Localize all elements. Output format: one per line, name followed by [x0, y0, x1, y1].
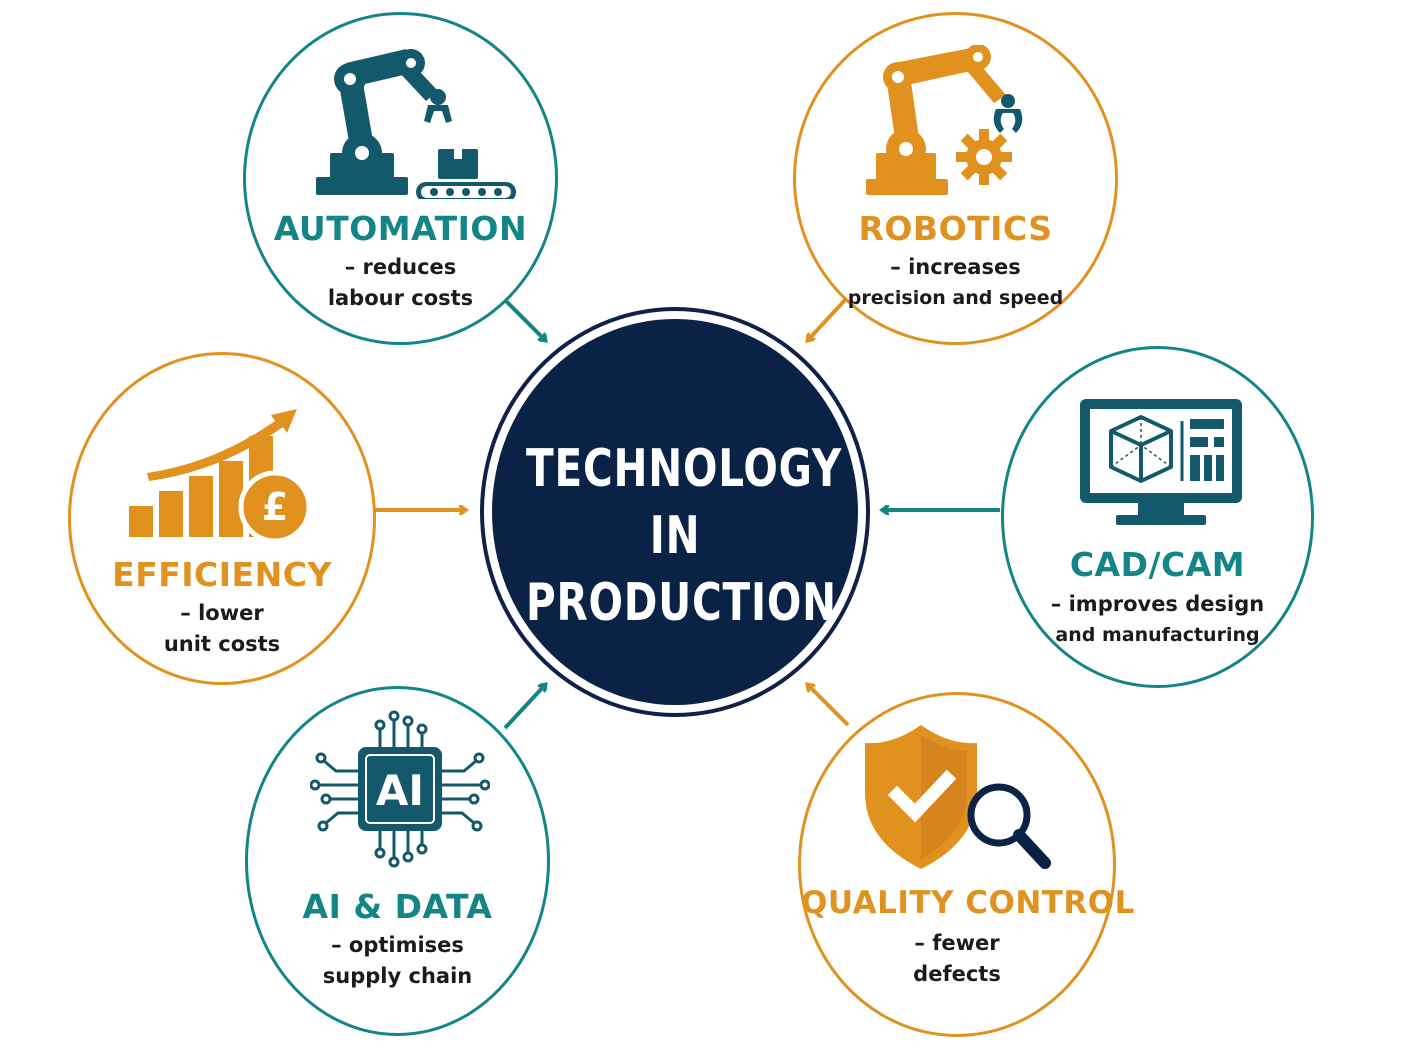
- quality-desc-line-2: defects: [913, 962, 1001, 986]
- automation-title: AUTOMATION: [273, 209, 528, 248]
- node-quality: QUALITY CONTROL – fewer defects: [798, 692, 1135, 1037]
- node-automation: AUTOMATION – reduces labour costs: [243, 12, 558, 345]
- automation-desc-line-1: – reduces: [344, 255, 457, 279]
- robot-arm-gear-icon: [866, 45, 1023, 195]
- shield-check-magnifier-icon: [865, 725, 1051, 869]
- arrow-quality: [808, 685, 850, 727]
- arrow-automation: [503, 298, 545, 340]
- ai-chip-label: AI: [376, 766, 424, 815]
- efficiency-desc-line-1: – lower: [180, 601, 264, 625]
- arrow-robotics: [808, 298, 847, 340]
- quality-desc-line-1: – fewer: [914, 931, 1000, 955]
- center-title-line-1: TECHNOLOGY: [526, 439, 842, 499]
- aidata-desc-line-1: – optimises: [331, 933, 464, 957]
- robotics-desc-line-2: precision and speed: [847, 287, 1064, 309]
- center-hub: TECHNOLOGY IN PRODUCTION: [480, 307, 870, 717]
- cadcam-desc-line-2: and manufacturing: [1055, 624, 1260, 646]
- monitor-cube-icon: [1080, 399, 1242, 525]
- robotics-desc-line-1: – increases: [890, 255, 1021, 279]
- aidata-desc-line-2: supply chain: [322, 964, 473, 988]
- arrow-aidata: [503, 685, 545, 730]
- robotics-title: ROBOTICS: [858, 209, 1053, 248]
- node-robotics: ROBOTICS – increases precision and speed: [793, 12, 1118, 345]
- svg-text:£: £: [262, 485, 288, 529]
- ai-chip-icon: AI: [310, 710, 490, 868]
- quality-title: QUALITY CONTROL: [801, 885, 1135, 921]
- growth-chart-pound-icon: £: [129, 409, 312, 541]
- center-hub-fill: [492, 319, 858, 705]
- node-aidata: AI AI & DATA – optimises supply chain: [245, 686, 550, 1036]
- aidata-title: AI & DATA: [302, 887, 493, 926]
- center-title-line-2: IN: [649, 506, 701, 566]
- node-efficiency: £ EFFICIENCY – lower unit costs: [68, 352, 376, 685]
- center-title-line-3: PRODUCTION: [526, 573, 837, 633]
- robot-arm-conveyor-icon: [316, 49, 516, 199]
- cadcam-desc-line-1: – improves design: [1050, 592, 1265, 616]
- cadcam-title: CAD/CAM: [1069, 545, 1246, 584]
- efficiency-desc-line-2: unit costs: [163, 632, 281, 656]
- automation-desc-line-2: labour costs: [327, 286, 474, 310]
- efficiency-title: EFFICIENCY: [112, 555, 332, 594]
- node-cadcam: CAD/CAM – improves design and manufactur…: [1001, 346, 1314, 688]
